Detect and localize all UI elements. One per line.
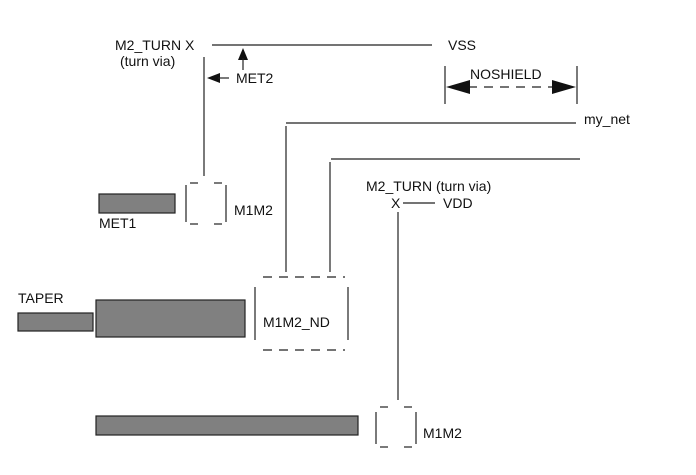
met1-label: MET1 [99, 215, 137, 231]
vdd-label: VDD [443, 195, 473, 211]
turn-via-right-label: M2_TURN (turn via) [366, 178, 491, 194]
turn-via-top-label: M2_TURN X [115, 37, 195, 53]
noshield-label: NOSHIELD [470, 66, 542, 82]
m1m2-top-label: M1M2 [234, 202, 273, 218]
vss-label: VSS [448, 37, 476, 53]
met2-label: MET2 [236, 70, 274, 86]
up-arrow-icon [238, 48, 248, 60]
bottom-metal-bar [95, 415, 359, 436]
m1m2-via-top [185, 182, 227, 225]
noshield-right-arrow-icon [552, 80, 576, 94]
m1m2-via-bottom [375, 406, 417, 448]
left-arrow-icon [207, 73, 220, 83]
m1m2-nd-label: M1M2_ND [263, 314, 330, 330]
turn-via-right-x: X [391, 195, 401, 211]
m1m2-bottom-label: M1M2 [423, 425, 462, 441]
turn-via-top-sublabel: (turn via) [120, 53, 175, 69]
taper-bar [17, 312, 94, 332]
wide-metal-bar [95, 299, 246, 338]
noshield-left-arrow-icon [446, 80, 470, 94]
m1m2-nd-via [254, 276, 349, 351]
taper-label: TAPER [18, 290, 64, 306]
my-net-label: my_net [584, 111, 630, 127]
met1-bar [98, 193, 176, 214]
